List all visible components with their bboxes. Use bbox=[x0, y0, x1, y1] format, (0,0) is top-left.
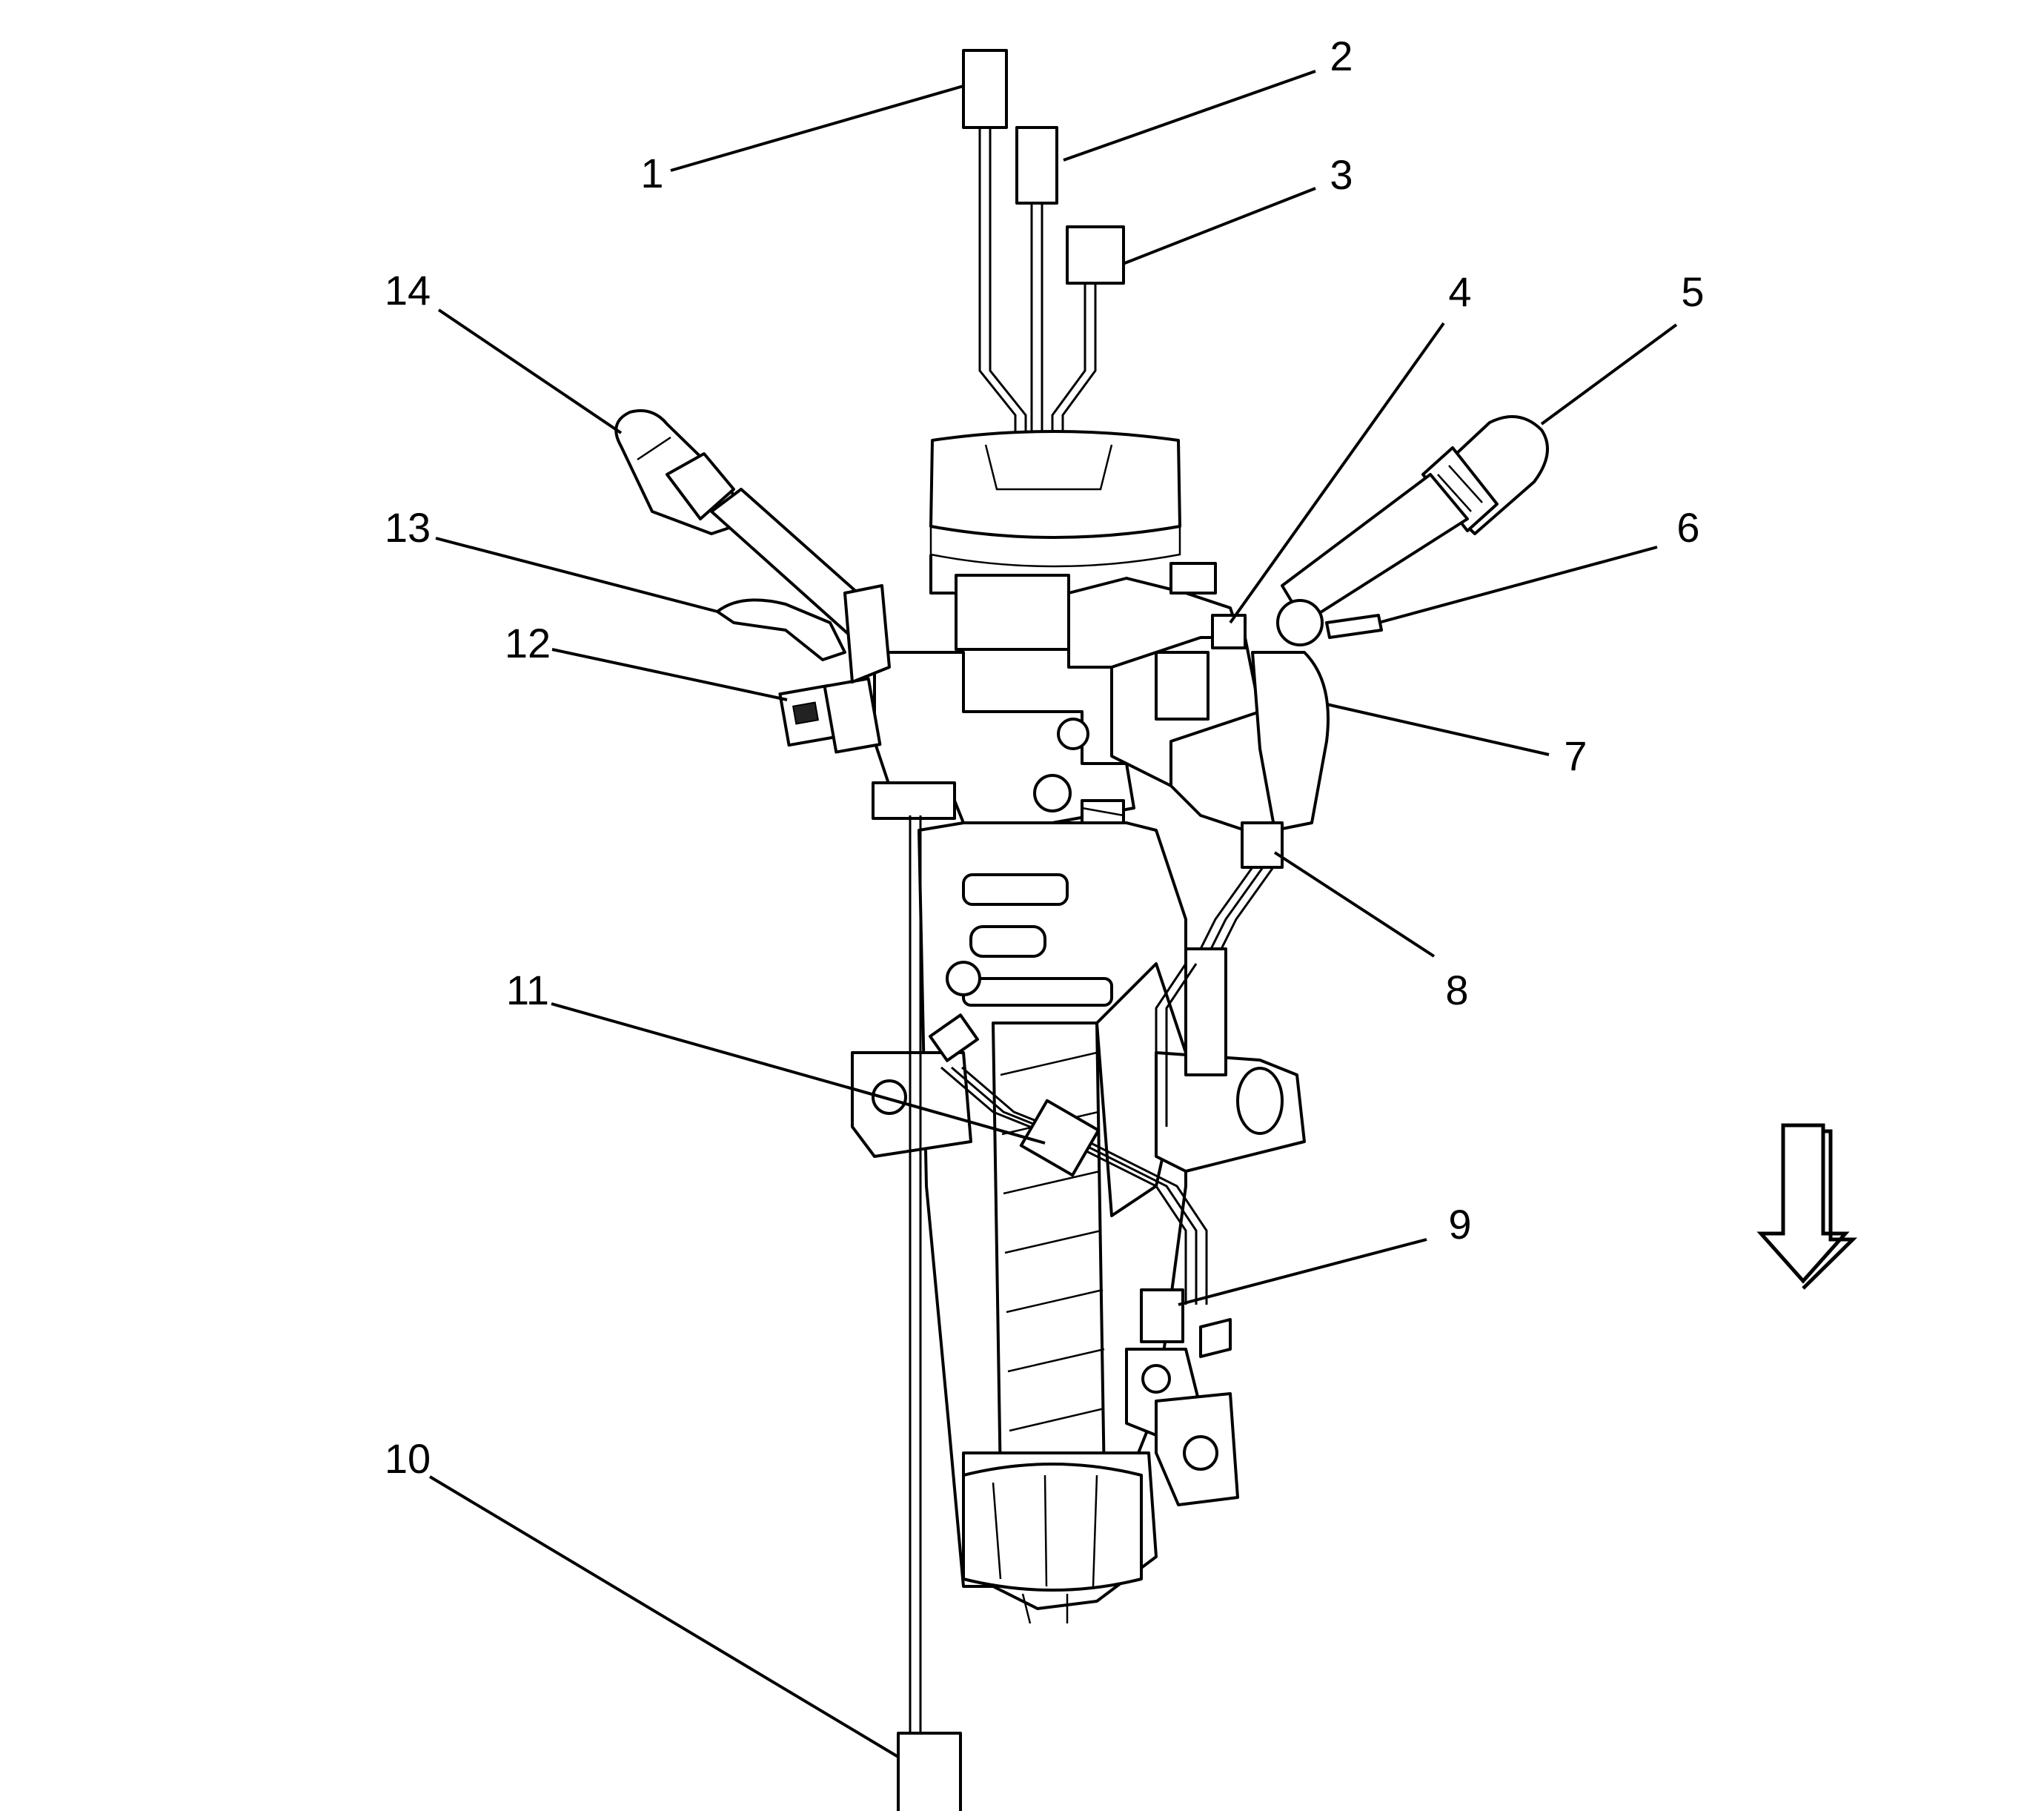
switch-12 bbox=[778, 584, 891, 754]
leader-8 bbox=[1273, 851, 1436, 958]
part-8 bbox=[1192, 821, 1284, 964]
callout-7: 7 bbox=[1564, 732, 1587, 779]
part-9-connector bbox=[1140, 1288, 1184, 1343]
callout-13: 13 bbox=[385, 504, 431, 551]
left-bracket-block bbox=[872, 781, 956, 820]
leader-9 bbox=[1178, 1238, 1427, 1306]
bottom-cylinder bbox=[962, 1463, 1143, 1592]
leader-2 bbox=[1063, 70, 1316, 162]
wire-11 bbox=[940, 1066, 1187, 1305]
lever-5-stalk bbox=[1281, 473, 1469, 624]
leader-lines bbox=[428, 70, 1678, 1758]
callout-2: 2 bbox=[1330, 33, 1353, 79]
slot-upper bbox=[962, 873, 1069, 906]
pivot-bolt bbox=[1057, 718, 1089, 750]
callout-8: 8 bbox=[1445, 967, 1468, 1013]
part-6-pin bbox=[1325, 614, 1383, 639]
part-6 bbox=[1276, 599, 1383, 646]
leader-10 bbox=[428, 1475, 900, 1758]
leader-4 bbox=[1229, 322, 1445, 624]
turn-signal-lever bbox=[614, 409, 876, 639]
lever-13 bbox=[716, 598, 846, 661]
callout-12: 12 bbox=[505, 620, 551, 666]
leader-3 bbox=[1122, 187, 1316, 265]
callout-11: 11 bbox=[506, 967, 549, 1013]
part-4-block bbox=[1211, 614, 1247, 649]
leader-1 bbox=[670, 85, 964, 172]
upper-housing bbox=[872, 430, 1306, 958]
lever-13-paddle bbox=[716, 598, 846, 661]
part-7-housing bbox=[1251, 651, 1330, 832]
mid-harness bbox=[929, 947, 1227, 1305]
callout-6: 6 bbox=[1676, 504, 1699, 551]
callout-1: 1 bbox=[640, 150, 663, 196]
callout-3: 3 bbox=[1330, 151, 1353, 198]
upper-switch-block bbox=[955, 574, 1070, 651]
connector-10-group bbox=[897, 815, 962, 1811]
connector-mid-right bbox=[1184, 947, 1227, 1076]
callout-labels: 1 2 3 4 5 6 7 8 9 10 11 12 13 14 bbox=[385, 33, 1705, 1482]
leader-14 bbox=[437, 308, 623, 434]
callout-5: 5 bbox=[1681, 268, 1704, 315]
connector-2 bbox=[1015, 126, 1058, 205]
wiper-lever bbox=[1281, 415, 1549, 624]
leader-7 bbox=[1326, 703, 1550, 756]
part-8-connector bbox=[1241, 821, 1284, 869]
connector-1 bbox=[962, 49, 1008, 129]
callout-14: 14 bbox=[385, 267, 431, 314]
column-shaft bbox=[992, 1022, 1106, 1484]
connector-11 bbox=[1019, 1099, 1101, 1177]
leader-13 bbox=[435, 537, 718, 613]
connector-3 bbox=[1066, 225, 1125, 285]
lower-column bbox=[918, 821, 1187, 1588]
lever-14-knob bbox=[666, 452, 735, 520]
part-9 bbox=[1125, 1288, 1239, 1506]
part-4 bbox=[1211, 614, 1247, 649]
bottom-housing bbox=[962, 1451, 1158, 1624]
connector-10 bbox=[897, 1732, 962, 1811]
leader-12 bbox=[551, 648, 788, 701]
callout-4: 4 bbox=[1448, 268, 1471, 315]
part-7 bbox=[1251, 651, 1330, 832]
callout-10: 10 bbox=[385, 1435, 431, 1482]
top-connectors bbox=[962, 49, 1125, 489]
down-arrow-icon bbox=[1756, 1123, 1858, 1290]
leader-11 bbox=[551, 1002, 1046, 1145]
column-top-shroud bbox=[929, 430, 1181, 539]
leader-6 bbox=[1378, 546, 1658, 624]
leader-5 bbox=[1540, 323, 1678, 426]
callout-9: 9 bbox=[1448, 1201, 1471, 1248]
